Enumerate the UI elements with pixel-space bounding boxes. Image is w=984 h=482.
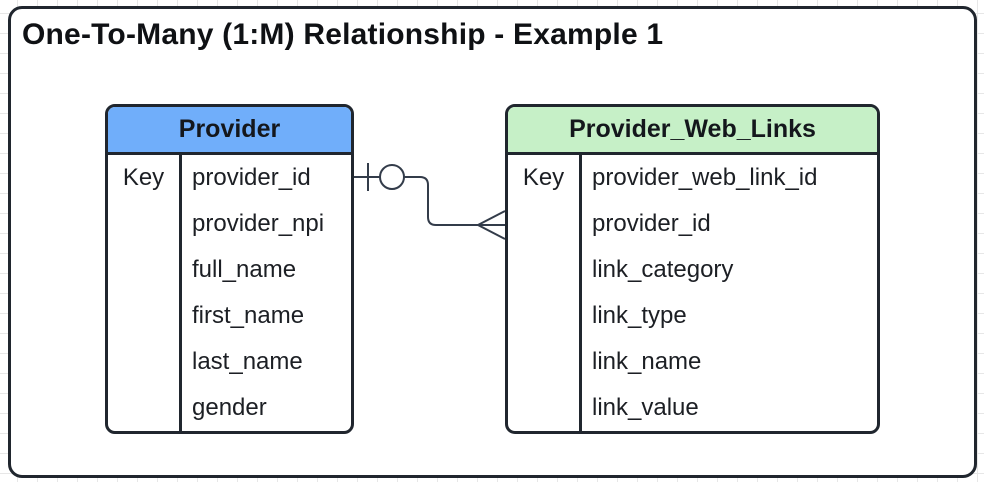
field-row[interactable]: link_type — [592, 302, 687, 329]
many-cardinality-marker — [475, 210, 506, 240]
field-row[interactable]: link_value — [592, 394, 699, 421]
field-row[interactable]: first_name — [192, 302, 305, 329]
provider-web-links-table-body: Key provider_web_link_id provider_id lin… — [508, 155, 877, 431]
field-column: provider_web_link_id provider_id link_ca… — [582, 155, 877, 431]
key-column: Key — [508, 155, 582, 431]
field-row[interactable]: provider_npi — [192, 210, 325, 237]
field-row[interactable]: provider_id — [592, 210, 711, 237]
provider-web-links-table[interactable]: Provider_Web_Links Key provider_web_link… — [505, 104, 880, 434]
field-column: provider_id provider_npi full_name first… — [182, 155, 351, 431]
connector-path[interactable] — [353, 176, 478, 226]
field-row[interactable]: last_name — [192, 348, 303, 375]
field-row[interactable]: full_name — [192, 256, 297, 283]
provider-table-body: Key provider_id provider_npi full_name f… — [108, 155, 351, 431]
field-row[interactable]: provider_web_link_id — [592, 164, 818, 191]
table-title: Provider — [178, 115, 281, 143]
connector-lines — [353, 163, 506, 240]
key-label: Key — [522, 164, 565, 191]
provider-table-header: Provider — [108, 107, 351, 155]
field-row[interactable]: provider_id — [192, 164, 311, 191]
field-row[interactable]: gender — [192, 394, 267, 421]
one-cardinality-marker — [367, 163, 405, 191]
provider-table[interactable]: Provider Key provider_id provider_npi fu… — [105, 104, 354, 434]
field-row[interactable]: link_name — [592, 348, 702, 375]
key-column: Key — [108, 155, 182, 431]
diagram-title: One-To-Many (1:M) Relationship - Example… — [22, 18, 664, 51]
provider-web-links-table-header: Provider_Web_Links — [508, 107, 877, 155]
field-row[interactable]: link_category — [592, 256, 734, 283]
table-title: Provider_Web_Links — [569, 115, 816, 143]
key-label: Key — [122, 164, 165, 191]
